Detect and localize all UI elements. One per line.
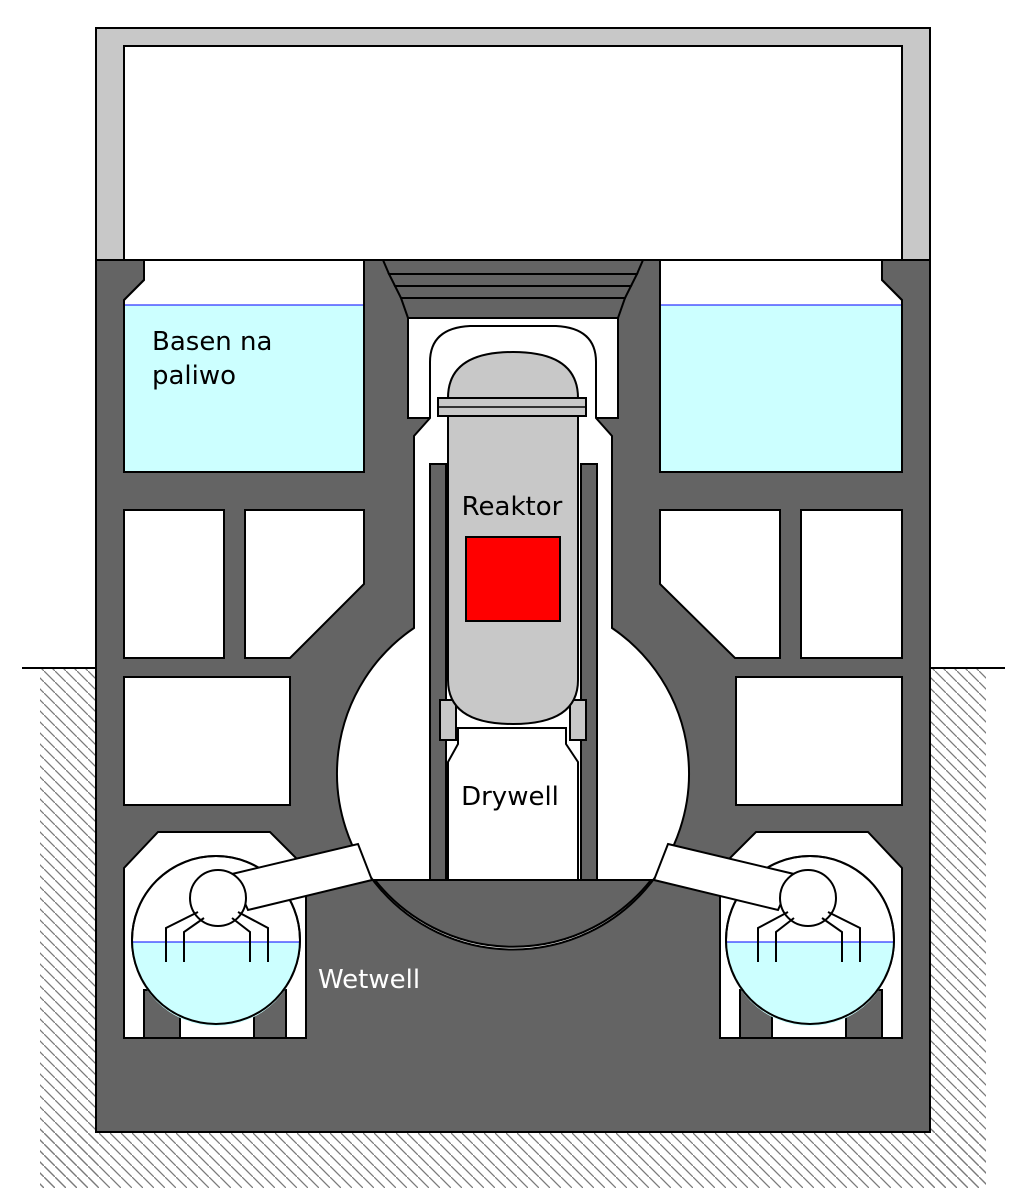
downcomers-left bbox=[165, 911, 269, 962]
shield-plug-step-2 bbox=[387, 273, 639, 287]
vessel-skirt-left bbox=[439, 699, 457, 741]
wetwell-label: Wetwell bbox=[318, 965, 420, 995]
room-right-upper-1 bbox=[800, 509, 903, 659]
ground-hatch-right bbox=[928, 668, 986, 1188]
shield-plug-step-4 bbox=[399, 297, 627, 319]
vessel-skirt-right bbox=[569, 699, 587, 741]
fuel-pool-left-water bbox=[125, 305, 363, 471]
downcomer bbox=[821, 917, 843, 962]
building-roof-interior bbox=[123, 45, 903, 263]
concrete-rooms bbox=[123, 509, 903, 806]
fuel-pool-right-outline bbox=[659, 259, 903, 473]
room-right-lower bbox=[735, 676, 903, 806]
downcomer bbox=[775, 917, 795, 962]
ground bbox=[22, 667, 1005, 1188]
room-right-upper-2 bbox=[659, 509, 781, 659]
vent-header-right bbox=[779, 869, 837, 927]
wetwell-left-water bbox=[132, 942, 300, 1026]
shield-plug-step-1 bbox=[381, 259, 645, 275]
fuel-pool-right bbox=[659, 259, 903, 473]
vent-pipe-right bbox=[652, 842, 796, 912]
shield-plugs bbox=[381, 259, 645, 319]
room-left-lower bbox=[123, 676, 291, 806]
fuel-pool-left-outline bbox=[123, 259, 365, 473]
fuel-pool-label-line-2: paliwo bbox=[152, 361, 236, 391]
reactor-building-upper bbox=[95, 27, 931, 263]
wetwell-left-torus-outline bbox=[131, 855, 301, 1025]
ground-hatch-left bbox=[40, 668, 98, 1188]
wetwell-right-water bbox=[726, 942, 894, 1026]
bioshield-wall-right bbox=[580, 463, 598, 885]
fuel-pool-right-water bbox=[661, 305, 901, 471]
drywell-label: Drywell bbox=[461, 782, 559, 812]
downcomer bbox=[757, 911, 789, 962]
bioshield-wall-left bbox=[429, 463, 447, 885]
downcomer bbox=[165, 911, 199, 962]
reactor-label: Reaktor bbox=[462, 492, 563, 522]
shield-plug-step-3 bbox=[393, 285, 633, 299]
downcomer bbox=[827, 911, 861, 962]
fuel-pool-left bbox=[123, 259, 365, 473]
downcomer bbox=[183, 917, 205, 962]
downcomer bbox=[237, 911, 269, 962]
drywell-floor bbox=[372, 879, 654, 948]
wetwell-right-torus-outline bbox=[725, 855, 895, 1025]
room-left-upper-2 bbox=[244, 509, 365, 659]
fuel-pool-label-line-1: Basen na bbox=[152, 327, 272, 357]
downcomer bbox=[231, 917, 251, 962]
reactor-core bbox=[465, 536, 561, 622]
vent-header-left bbox=[189, 869, 247, 927]
room-left-upper-1 bbox=[123, 509, 225, 659]
ground-hatch-bottom bbox=[40, 1130, 986, 1188]
downcomers-right bbox=[757, 911, 861, 962]
